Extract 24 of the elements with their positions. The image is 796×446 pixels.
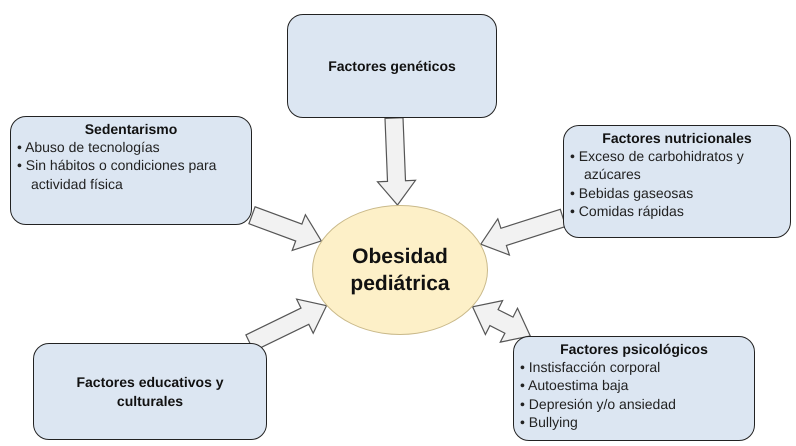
block-arrow [376, 116, 417, 206]
block-arrow [248, 206, 322, 252]
factor-box [287, 14, 497, 118]
bullet-item: • Bebidas gaseosas [570, 184, 694, 202]
factor-box [513, 336, 755, 441]
factor-box [33, 343, 267, 440]
bullet-item: • Abuso de tecnologías [17, 138, 161, 156]
block-arrow [472, 300, 532, 343]
bullet-item: • Sin hábitos o condiciones para actividad física [17, 156, 218, 193]
box-title: Factores nutricionales [601, 129, 753, 148]
box-title: Factores genéticos [327, 56, 457, 76]
bullet-item: • Autoestima baja [520, 376, 630, 395]
box-title: Factores educativos y culturales [75, 373, 225, 410]
box-title: Sedentarismo [84, 120, 178, 138]
bullet-item: • Exceso de carbohidratos y azúcares [570, 147, 745, 184]
bullet-item: • Instisfacción corporal [520, 358, 662, 376]
box-title: Factores psicológicos [559, 340, 709, 358]
center-label: Obesidad pediátrica [349, 244, 451, 297]
bullet-item: • Bullying [520, 412, 579, 431]
factor-box [10, 116, 252, 225]
block-arrow [480, 208, 566, 256]
factor-box [563, 125, 791, 238]
bullet-item: • Comidas rápidas [570, 202, 685, 220]
bullet-item: • Depresión y/o ansiedad [520, 394, 677, 413]
